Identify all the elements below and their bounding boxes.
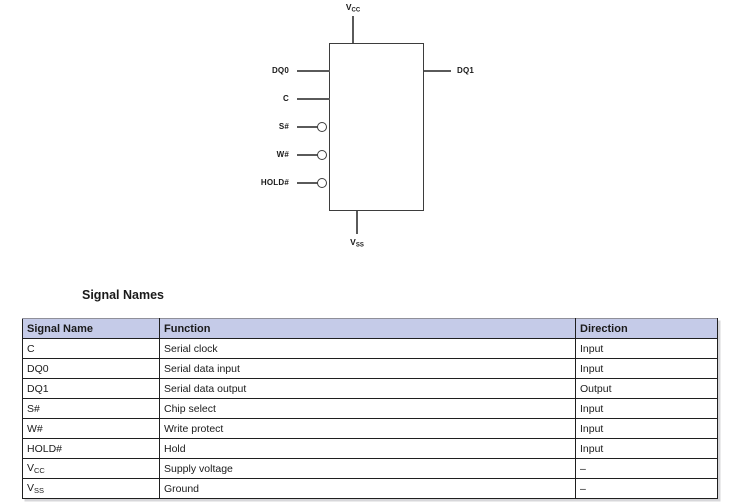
vcc-pin-line — [352, 16, 354, 43]
cell-signal-name: C — [22, 338, 160, 359]
pin-label-hold: HOLD# — [260, 178, 289, 187]
cell-direction: Output — [575, 378, 718, 399]
cell-direction: Input — [575, 418, 718, 439]
table-header-row: Signal Name Function Direction — [22, 318, 718, 339]
pin-label-s: S# — [278, 122, 289, 131]
vss-label-subscript: SS — [355, 242, 364, 249]
cell-function: Write protect — [159, 418, 576, 439]
pin-line-dq1 — [424, 70, 451, 72]
cell-direction: Input — [575, 398, 718, 419]
signal-name-text: C — [27, 342, 35, 355]
cell-function: Hold — [159, 438, 576, 459]
cell-direction: – — [575, 478, 718, 499]
col-header-direction: Direction — [575, 318, 718, 339]
pin-label-dq0: DQ0 — [271, 66, 289, 75]
cell-signal-name: VCC — [22, 458, 160, 479]
pin-line-c — [297, 98, 330, 100]
cell-function: Ground — [159, 478, 576, 499]
cell-signal-name: DQ0 — [22, 358, 160, 379]
pin-line-dq0 — [297, 70, 330, 72]
signal-name-text: V — [27, 482, 35, 494]
active-low-bubble-hold — [317, 177, 327, 188]
col-header-signal-name: Signal Name — [22, 318, 160, 339]
table-title: Signal Names — [82, 288, 164, 302]
cell-signal-name: W# — [22, 418, 160, 439]
cell-signal-name: DQ1 — [22, 378, 160, 399]
cell-function: Supply voltage — [159, 458, 576, 479]
cell-signal-name: VSS — [22, 478, 160, 499]
vcc-label-subscript: CC — [351, 7, 361, 14]
pin-label-w: W# — [276, 150, 289, 159]
vss-pin-line — [356, 211, 358, 234]
signal-name-text: DQ1 — [27, 382, 49, 395]
cell-signal-name: HOLD# — [22, 438, 160, 459]
pin-line-hold — [297, 182, 318, 184]
cell-function: Serial data output — [159, 378, 576, 399]
pin-line-s — [297, 126, 318, 128]
chip-body — [329, 43, 424, 211]
pin-label-c: C — [283, 94, 289, 103]
cell-direction: Input — [575, 338, 718, 359]
signal-name-text: V — [27, 462, 35, 474]
signal-name-subscript: CC — [34, 466, 45, 475]
signal-name-text: W# — [27, 422, 43, 435]
pin-line-w — [297, 154, 318, 156]
cell-direction: Input — [575, 358, 718, 379]
signal-name-text: DQ0 — [27, 362, 49, 375]
active-low-bubble-s — [317, 121, 327, 132]
cell-signal-name: S# — [22, 398, 160, 419]
signal-names-table: Signal Name Function Direction C Serial c… — [22, 318, 718, 499]
signal-name-subscript: SS — [34, 486, 45, 495]
signal-name-text: S# — [27, 402, 40, 415]
active-low-bubble-w — [317, 149, 327, 160]
cell-function: Serial data input — [159, 358, 576, 379]
vss-pin-label: VSS — [343, 237, 371, 249]
pin-label-dq1: DQ1 — [457, 66, 475, 75]
cell-function: Serial clock — [159, 338, 576, 359]
vss-label-base: V — [350, 237, 356, 247]
signal-name-text: HOLD# — [27, 442, 63, 455]
col-header-function: Function — [159, 318, 576, 339]
vcc-label-base: V — [345, 2, 352, 12]
cell-direction: – — [575, 458, 718, 479]
cell-function: Chip select — [159, 398, 576, 419]
vcc-pin-label: VCC — [339, 2, 367, 14]
cell-direction: Input — [575, 438, 718, 459]
